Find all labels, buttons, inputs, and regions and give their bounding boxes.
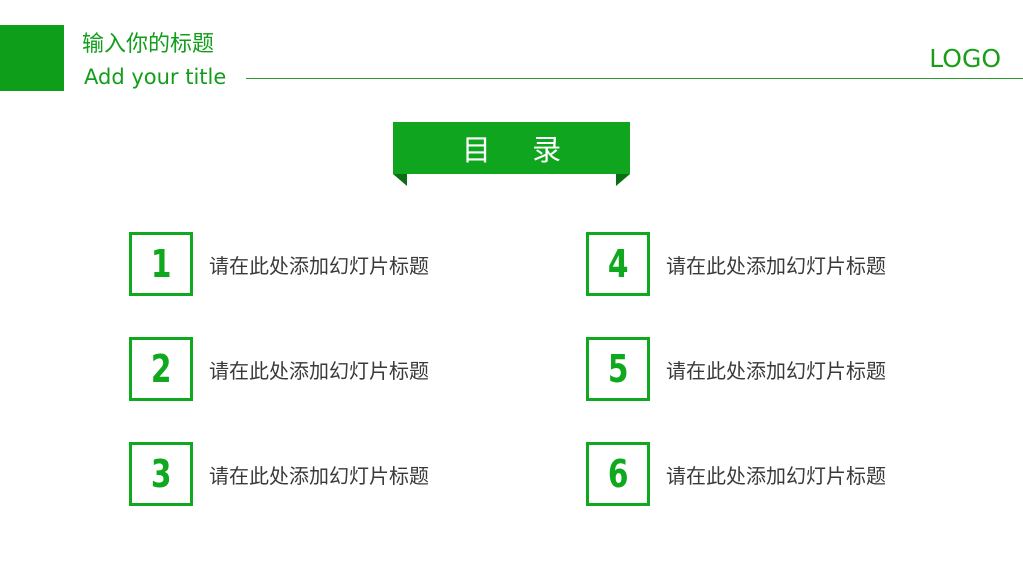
toc-item-1[interactable]: 1 请在此处添加幻灯片标题 (129, 232, 429, 296)
number-box: 6 (586, 442, 650, 506)
toc-ribbon-banner: 目 录 (393, 122, 630, 174)
toc-item-label: 请在此处添加幻灯片标题 (666, 253, 886, 278)
toc-item-6[interactable]: 6 请在此处添加幻灯片标题 (586, 442, 886, 506)
toc-item-label: 请在此处添加幻灯片标题 (209, 358, 429, 383)
toc-number: 4 (607, 242, 629, 286)
ribbon-fold-right (616, 174, 630, 186)
toc-number: 5 (607, 347, 629, 391)
corner-accent-block (0, 25, 64, 91)
toc-item-4[interactable]: 4 请在此处添加幻灯片标题 (586, 232, 886, 296)
toc-number: 3 (150, 452, 172, 496)
number-box: 5 (586, 337, 650, 401)
toc-number: 1 (150, 242, 172, 286)
toc-number: 6 (607, 452, 629, 496)
header-title-chinese: 输入你的标题 (82, 32, 215, 57)
number-box: 4 (586, 232, 650, 296)
ribbon-fold-left (393, 174, 407, 186)
logo: LOGO (929, 44, 1001, 73)
toc-item-label: 请在此处添加幻灯片标题 (666, 358, 886, 383)
number-box: 3 (129, 442, 193, 506)
toc-heading: 目 录 (461, 133, 578, 167)
toc-item-label: 请在此处添加幻灯片标题 (209, 253, 429, 278)
toc-item-3[interactable]: 3 请在此处添加幻灯片标题 (129, 442, 429, 506)
toc-item-label: 请在此处添加幻灯片标题 (209, 463, 429, 488)
toc-number: 2 (150, 347, 172, 391)
number-box: 2 (129, 337, 193, 401)
header-title-english: Add your title (84, 65, 227, 89)
header-divider (246, 78, 1023, 79)
toc-item-label: 请在此处添加幻灯片标题 (666, 463, 886, 488)
number-box: 1 (129, 232, 193, 296)
toc-item-2[interactable]: 2 请在此处添加幻灯片标题 (129, 337, 429, 401)
toc-item-5[interactable]: 5 请在此处添加幻灯片标题 (586, 337, 886, 401)
